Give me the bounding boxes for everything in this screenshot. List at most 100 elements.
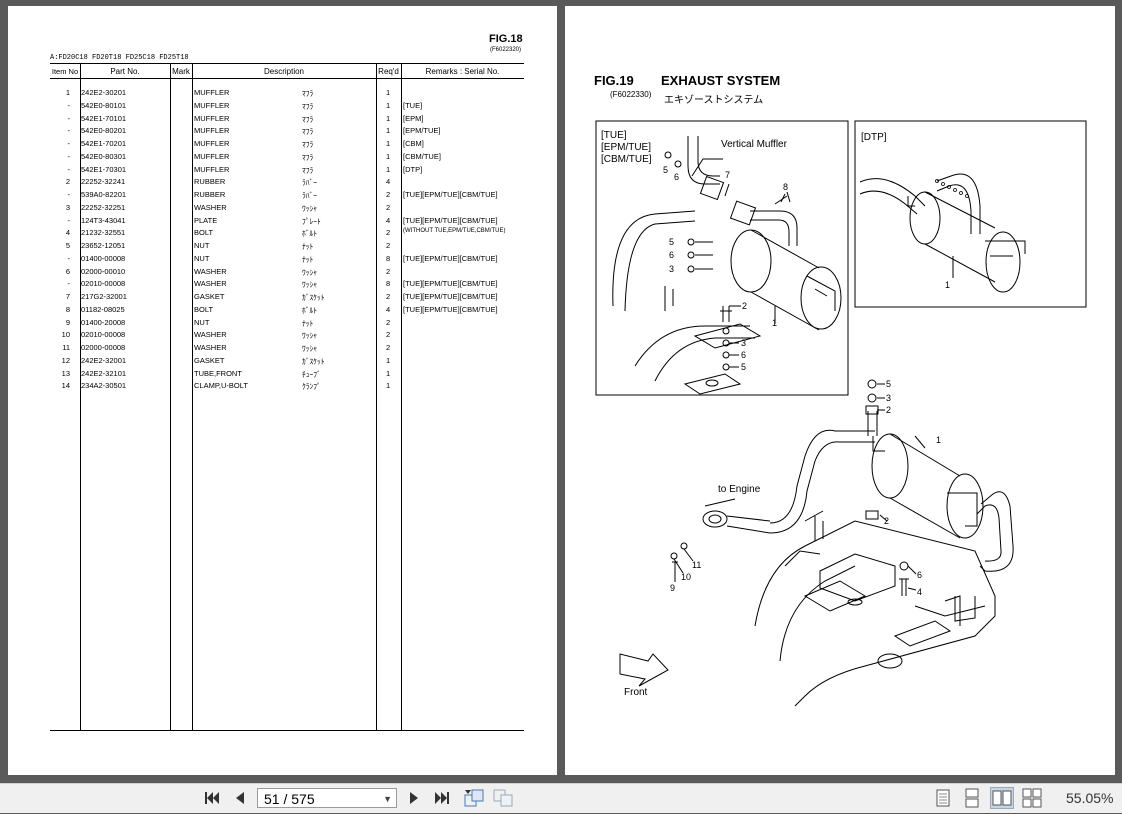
callout-1: 1 [772,318,777,328]
description: NUT [194,241,210,250]
item-number: - [67,253,71,263]
quantity: 8 [386,253,391,263]
item-number: - [67,113,71,123]
part-number: 242E2-32101 [81,368,127,378]
item-number: 9 [65,317,70,327]
table-row: 3 22252-32251 WASHER ﾜｯｼｬ 2 [50,203,524,215]
part-number: 22252-32251 [81,202,126,212]
remarks: [TUE][EPM/TUE][CBM/TUE] [403,304,498,314]
description-jp: ﾎﾞﾙﾄ [302,229,317,239]
description-jp: ｶﾞｽｹｯﾄ [302,356,325,366]
last-page-button[interactable] [431,788,453,808]
description: NUT [194,253,210,263]
callout-6: 6 [674,172,679,182]
first-page-button[interactable] [201,788,223,808]
part-number: 539A0-82201 [81,190,127,199]
description-jp: ﾜｯｼｬ [302,280,317,290]
remarks: [EPM/TUE] [403,126,441,136]
figure-code: (F6022330) [610,90,652,99]
remarks: [EPM] [403,113,424,123]
part-number: 23652-12051 [81,241,126,250]
continuous-view-button[interactable] [960,787,984,809]
quantity: 2 [386,343,391,352]
description-jp: ﾜｯｼｬ [302,331,317,341]
description: MUFFLER [194,113,230,123]
part-number: 02010-00008 [81,279,126,289]
header-remarks: Remarks : Serial No. [425,67,500,76]
description: WASHER [194,343,227,352]
inset-box-dtp [854,120,1087,308]
model-list: A:FD20C18 FD20T18 FD25C18 FD25T18 [50,54,189,62]
description: WASHER [194,202,227,212]
description: BOLT [194,304,214,314]
facing-pages-icon [992,790,1012,806]
page-number-select[interactable]: 51 / 575 ▼ [257,788,397,808]
quantity: 2 [386,202,391,212]
callout-8: 8 [783,182,788,192]
box1-label-tue: [TUE] [601,130,627,141]
part-number: 242E2-32001 [81,355,127,365]
part-number: 02010-00008 [81,330,126,340]
go-forward-view-button[interactable] [491,788,515,808]
remarks: (WITHOUT TUE,EPM/TUE,CBM/TUE) [403,228,506,235]
description: GASKET [194,355,225,365]
figure-title: EXHAUST SYSTEM [661,73,781,88]
description-jp: ﾅｯﾄ [302,318,314,328]
callout-6b: 6 [669,250,674,260]
header-description: Description [263,67,304,76]
part-number: 234A2-30501 [81,381,127,391]
quantity: 1 [386,164,391,174]
description-jp: ﾏﾌﾗ [302,101,314,111]
remarks: [CBM] [403,139,424,148]
item-number: 3 [65,202,70,212]
callout-5c: 5 [741,362,746,372]
description: MUFFLER [194,126,230,136]
item-number: - [67,126,71,136]
description-jp: ｸﾗﾝﾌﾟ [302,382,321,392]
next-page-button[interactable] [404,788,424,808]
inset-box-vertical-muffler [595,120,849,396]
part-number: 542E0-80201 [81,126,127,136]
callout-11: 11 [692,560,701,570]
description: RUBBER [194,177,226,187]
item-number: - [67,164,71,174]
to-engine-label: to Engine [718,484,761,495]
part-number: 242E2-30201 [81,88,127,97]
first-page-icon [205,792,219,804]
description: TUBE,FRONT [194,368,242,378]
description-jp: ﾗﾊﾞｰ [302,191,317,200]
callout-3c: 3 [886,393,891,403]
description-jp: ﾏﾌﾗ [302,89,314,98]
zoom-level[interactable]: 55.05% [1066,790,1114,806]
continuous-facing-view-button[interactable] [1020,787,1044,809]
description: MUFFLER [194,164,230,174]
quantity: 2 [386,190,391,199]
description-jp: ﾅｯﾄ [302,254,314,264]
part-number: 02000-00008 [81,343,126,352]
quantity: 4 [386,215,391,225]
last-page-icon [435,792,449,804]
continuous-facing-icon [1022,788,1042,808]
right-page: FIG.19 EXHAUST SYSTEM (F6022330) エキゾーストシ… [565,6,1115,775]
description-jp: ﾜｯｼｬ [302,203,317,213]
part-number: 01400-00008 [81,253,126,263]
description: MUFFLER [194,88,230,97]
go-back-view-button[interactable] [462,788,486,808]
remarks: [TUE][EPM/TUE][CBM/TUE] [403,253,498,263]
page-indicator: 51 / 575 [264,791,315,807]
previous-page-button[interactable] [230,788,250,808]
header-reqd: Req'd [378,67,399,76]
description: WASHER [194,266,227,276]
callout-3: 3 [669,264,674,274]
description: NUT [194,317,210,327]
facing-view-button[interactable] [990,787,1014,809]
description-jp: ﾁｭｰﾌﾞ [302,369,321,379]
single-page-view-button[interactable] [931,787,955,809]
chevron-down-icon: ▼ [383,794,392,804]
